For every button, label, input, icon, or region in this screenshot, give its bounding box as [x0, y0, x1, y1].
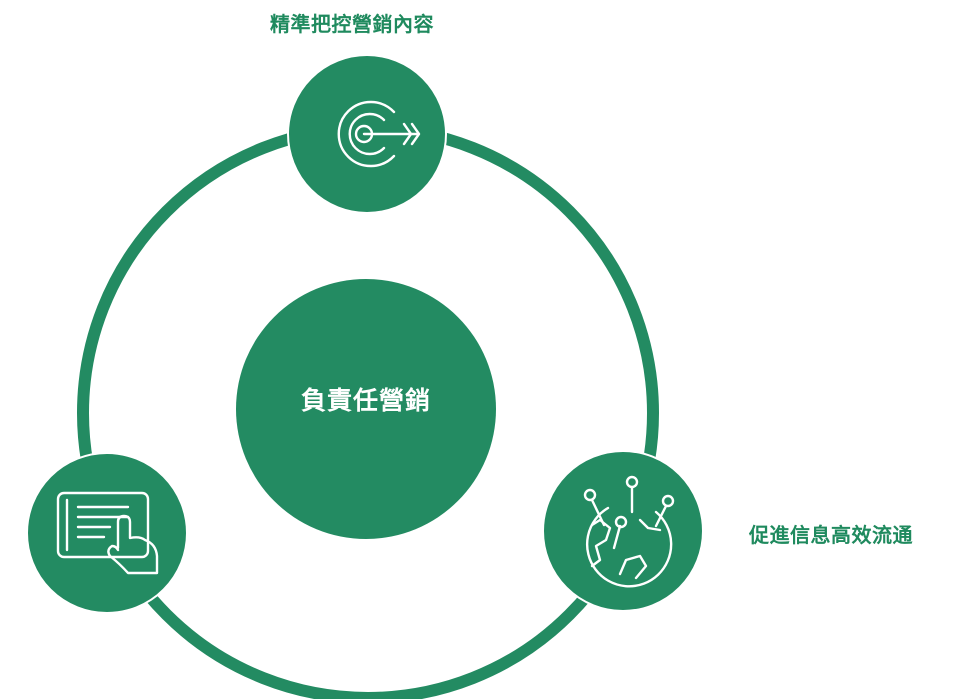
node-bottom-right — [542, 450, 704, 612]
node-right-label: 促進信息高效流通 — [749, 523, 913, 547]
center-circle — [236, 279, 496, 539]
target-arrow-icon — [337, 100, 421, 168]
globe-network-icon — [583, 475, 675, 588]
center-label: 負責任營銷 — [300, 386, 431, 415]
node-top — [287, 54, 447, 214]
node-top-label: 精準把控營銷內容 — [270, 12, 434, 36]
tablet-touch-icon — [56, 491, 159, 575]
node-bottom-left — [26, 452, 188, 614]
